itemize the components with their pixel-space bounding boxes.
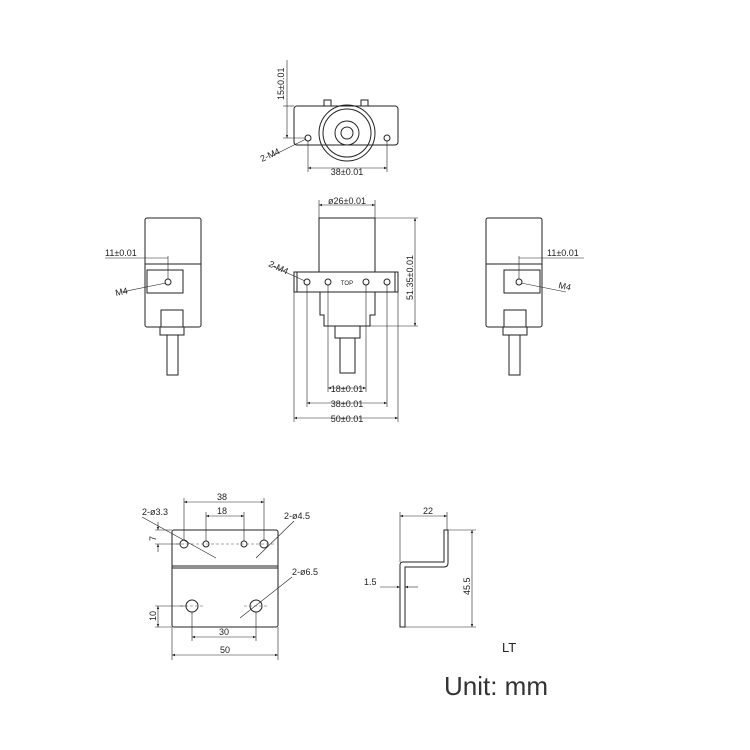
front-dim-38: 38±0.01 [331,399,363,409]
top-height-dim: 15±0.01 [276,68,286,100]
side-dim-22: 22 [423,506,433,516]
bracket-dim-18: 18 [217,506,227,516]
side-dim-45-5: 45.5 [462,577,472,595]
bracket-dim-7: 7 [148,536,158,541]
bracket-dim-50: 50 [220,645,230,655]
bracket-dim-10: 10 [148,611,158,621]
bracket-dim-38: 38 [217,492,227,502]
right-thread-label: M4 [558,280,572,292]
model-label: LT [502,640,516,655]
bracket-side-view: 22 45.5 1.5 [364,506,476,628]
unit-label: Unit: mm [444,671,548,701]
left-side-view: 11±0.01 M4 [105,217,202,376]
hole-mid-label: 2-ø4.5 [284,511,310,521]
top-view: 38±0.01 15±0.01 2-M4 [259,60,399,177]
right-side-view: 11±0.01 M4 [485,217,584,376]
top-mark: TOP [341,281,353,287]
front-diameter-dim: ø26±0.01 [328,196,366,206]
left-dim: 11±0.01 [105,248,137,258]
front-dim-50: 50±0.01 [331,414,363,424]
top-width-dim: 38±0.01 [331,167,363,177]
top-thread-label: 2-M4 [259,146,282,164]
right-dim: 11±0.01 [547,248,579,258]
left-thread-label: M4 [114,286,128,298]
front-dim-18: 18±0.01 [331,384,363,394]
bracket-plan-view: 38 18 7 10 30 50 2-ø3.3 2-ø4.5 2-ø6.5 [141,492,318,660]
front-thread-label: 2-M4 [267,259,290,277]
hole-small-label: 2-ø3.3 [142,507,168,517]
front-view: ø26±0.01 TOP 51.35±0.01 2-M4 18±0.01 38±… [267,196,418,424]
side-dim-1-5: 1.5 [364,577,377,587]
front-height-dim: 51.35±0.01 [405,255,415,300]
bracket-dim-30: 30 [219,627,229,637]
hole-large-label: 2-ø6.5 [292,567,318,577]
